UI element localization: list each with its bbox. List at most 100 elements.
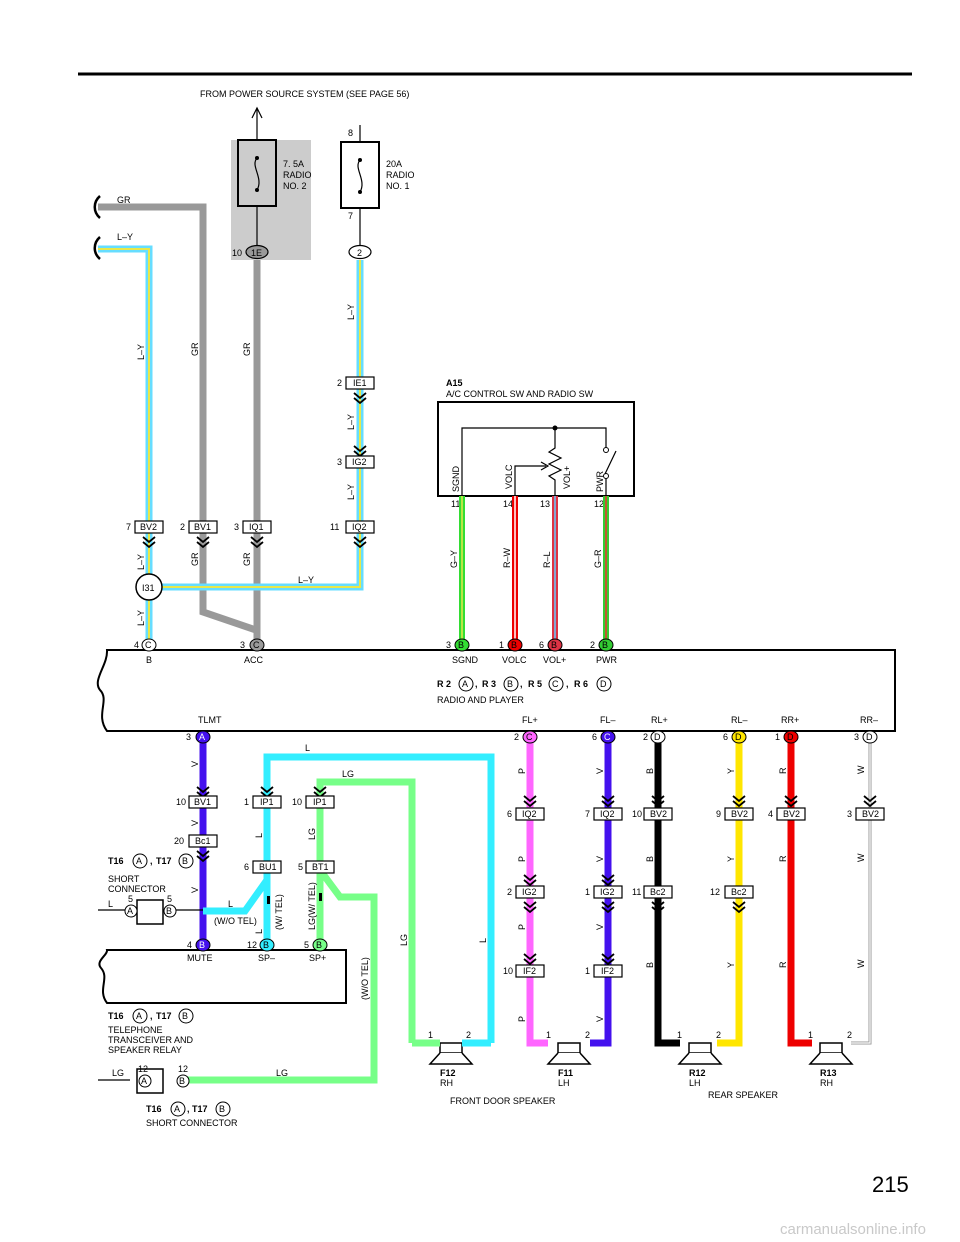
telephone-label: T16 A , T17 B TELEPHONE TRANSCEIVER AND … — [108, 1008, 194, 1055]
svg-text:5: 5 — [304, 940, 309, 950]
svg-text:LG(W/ TEL): LG(W/ TEL) — [307, 882, 317, 930]
svg-text:L–Y: L–Y — [136, 610, 146, 626]
b-wire — [654, 740, 680, 1047]
svg-text:IG2: IG2 — [600, 887, 615, 897]
svg-text:RADIO: RADIO — [283, 170, 312, 180]
svg-text:C: C — [526, 732, 533, 742]
telephone-relay-box — [98, 949, 347, 1004]
svg-text:2: 2 — [507, 887, 512, 897]
svg-text:B: B — [645, 856, 655, 862]
svg-text:B: B — [263, 940, 269, 950]
svg-text:FL–: FL– — [600, 715, 616, 725]
svg-text:L–Y: L–Y — [346, 484, 356, 500]
page-number: 215 — [872, 1172, 909, 1197]
svg-text:L–Y: L–Y — [346, 414, 356, 430]
svg-text:V: V — [190, 820, 200, 826]
svg-text:BT1: BT1 — [312, 862, 329, 872]
svg-text:3: 3 — [186, 732, 191, 742]
svg-text:GR: GR — [242, 342, 252, 356]
svg-text:A15: A15 — [446, 378, 463, 388]
svg-text:T16: T16 — [108, 1011, 124, 1021]
svg-text:NO. 1: NO. 1 — [386, 181, 410, 191]
svg-text:7. 5A: 7. 5A — [283, 159, 304, 169]
svg-text:5: 5 — [167, 894, 172, 904]
svg-text:2: 2 — [716, 1030, 721, 1040]
svg-text:6: 6 — [539, 640, 544, 650]
svg-text:3: 3 — [446, 640, 451, 650]
svg-text:T17: T17 — [192, 1104, 208, 1114]
svg-text:B: B — [166, 906, 172, 916]
svg-text:,: , — [150, 1011, 153, 1021]
svg-text:BV1: BV1 — [194, 797, 211, 807]
svg-text:12: 12 — [138, 1064, 148, 1074]
svg-text:T16: T16 — [146, 1104, 162, 1114]
speaker-r13: 1 2 R13 RH — [808, 1030, 854, 1088]
svg-text:VOL+: VOL+ — [562, 466, 572, 489]
svg-text:P: P — [517, 768, 527, 774]
svg-text:20A: 20A — [386, 159, 402, 169]
svg-text:IQ2: IQ2 — [352, 522, 367, 532]
short-connector-2: LG LG A B 12 12 T16 A , T17 B SHORT CONN… — [112, 1064, 288, 1128]
svg-text:T17: T17 — [156, 856, 172, 866]
svg-text:Y: Y — [726, 856, 736, 862]
svg-text:L: L — [478, 938, 488, 943]
svg-text:L: L — [254, 833, 264, 838]
svg-text:G–Y: G–Y — [449, 550, 459, 568]
svg-text:RL–: RL– — [731, 715, 748, 725]
svg-text:10: 10 — [292, 797, 302, 807]
svg-text:,: , — [187, 1104, 190, 1114]
svg-text:R: R — [778, 961, 788, 968]
svg-text:RR+: RR+ — [781, 715, 799, 725]
svg-text:1: 1 — [546, 1030, 551, 1040]
svg-text:R 3: R 3 — [482, 679, 496, 689]
svg-text:B: B — [219, 1104, 225, 1114]
svg-text:R 2: R 2 — [437, 679, 451, 689]
svg-text:MUTE: MUTE — [187, 953, 213, 963]
svg-text:IF2: IF2 — [601, 966, 614, 976]
svg-text:A: A — [127, 906, 133, 916]
svg-text:6: 6 — [507, 809, 512, 819]
svg-text:Bc2: Bc2 — [731, 887, 747, 897]
svg-text:,: , — [520, 679, 523, 689]
svg-text:R12: R12 — [689, 1068, 706, 1078]
lower-wire-labels: V V V L L L L LG LG LG L P P P P V V V V… — [190, 743, 866, 1022]
svg-text:B: B — [507, 679, 513, 689]
svg-text:T16: T16 — [108, 856, 124, 866]
svg-text:D: D — [654, 732, 661, 742]
svg-text:A: A — [136, 1011, 142, 1021]
svg-text:C: C — [145, 640, 152, 650]
svg-text:LG: LG — [112, 1068, 124, 1078]
svg-text:L–Y: L–Y — [298, 575, 314, 585]
svg-text:7: 7 — [126, 522, 131, 532]
svg-text:V: V — [190, 887, 200, 893]
svg-text:5: 5 — [128, 894, 133, 904]
svg-text:A: A — [199, 732, 205, 742]
svg-text:1: 1 — [428, 1030, 433, 1040]
svg-text:CONNECTOR: CONNECTOR — [108, 884, 166, 894]
svg-text:(W/ TEL): (W/ TEL) — [274, 894, 284, 930]
svg-text:Y: Y — [726, 962, 736, 968]
svg-text:W: W — [856, 765, 866, 774]
svg-text:A: A — [174, 1104, 180, 1114]
svg-text:5: 5 — [298, 862, 303, 872]
svg-text:2: 2 — [585, 1030, 590, 1040]
svg-text:1E: 1E — [251, 248, 262, 258]
svg-text:GR: GR — [190, 552, 200, 566]
svg-text:Bc2: Bc2 — [650, 887, 666, 897]
junction-ie1: IE1 2 — [337, 376, 375, 404]
gr-wire-left — [98, 203, 258, 634]
junction-ig2-top: IG2 3 — [337, 445, 375, 469]
short-connector-1: T16 A , T17 B SHORT CONNECTOR L A B 5 5 — [108, 853, 203, 925]
svg-text:SHORT: SHORT — [108, 874, 140, 884]
svg-text:A/C CONTROL SW AND RADIO SW: A/C CONTROL SW AND RADIO SW — [446, 389, 594, 399]
svg-text:12: 12 — [178, 1064, 188, 1074]
svg-text:2: 2 — [357, 248, 362, 258]
svg-text:IG2: IG2 — [522, 887, 537, 897]
svg-text:RADIO AND PLAYER: RADIO AND PLAYER — [437, 695, 524, 705]
svg-text:,: , — [566, 679, 569, 689]
svg-text:1: 1 — [677, 1030, 682, 1040]
svg-text:13: 13 — [540, 499, 550, 509]
svg-text:VOLC: VOLC — [502, 655, 527, 665]
svg-text:R13: R13 — [820, 1068, 837, 1078]
